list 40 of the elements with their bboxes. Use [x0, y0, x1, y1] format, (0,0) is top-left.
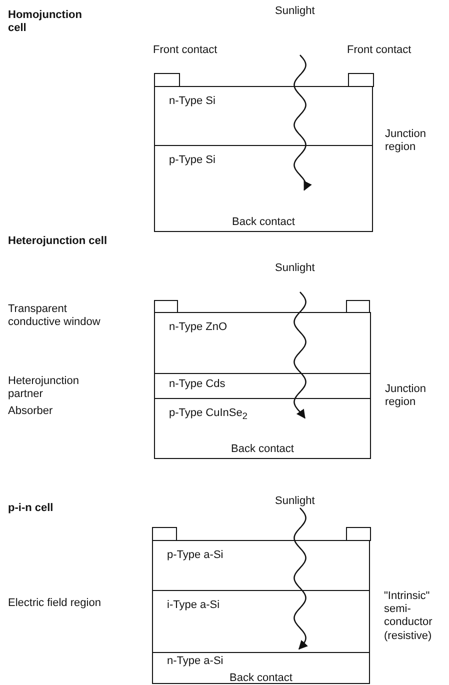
- layer-label: i-Type a-Si: [167, 599, 220, 611]
- front-contact: [346, 300, 370, 313]
- annotation-label: Electric field region: [8, 597, 102, 610]
- front-contact: [346, 527, 371, 541]
- cell-layer: [154, 373, 371, 399]
- front-contact: [152, 527, 177, 541]
- layer-label: n-Type Si: [169, 95, 216, 107]
- annotation-label: Transparent conductive window: [8, 303, 102, 330]
- layer-label: p-Type CuInSe$_{2}$: [169, 407, 248, 422]
- annotation-label: Sunlight: [275, 262, 316, 276]
- annotation-label: Absorber: [8, 405, 54, 418]
- layer-label: Back contact: [228, 672, 294, 684]
- contact-label: Front contact: [153, 44, 218, 56]
- contact-label: Front contact: [347, 44, 412, 56]
- layer-label: n-Type ZnO: [169, 321, 228, 333]
- annotation-label: Junction region: [385, 383, 427, 410]
- annotation-label: "Intrinsic" semi- conductor (resistive): [384, 590, 434, 643]
- annotation-label: Sunlight: [275, 495, 316, 508]
- annotation-label: Junction region: [385, 128, 427, 154]
- layer-label: Back contact: [230, 443, 295, 455]
- cell-layer: [152, 590, 370, 653]
- cell-layer: [154, 312, 371, 374]
- layer-label: n-Type a-Si: [167, 655, 224, 667]
- cell-layer: [154, 86, 373, 146]
- annotation-label: Sunlight: [275, 5, 316, 18]
- front-contact: [154, 73, 180, 87]
- layer-label: n-Type Cds: [169, 378, 226, 390]
- cell-layer: [154, 145, 373, 232]
- annotation-label: Heterojunction partner: [8, 375, 80, 402]
- layer-label: p-Type Si: [169, 154, 216, 166]
- cell-title: p-i-n cell: [8, 502, 54, 516]
- cell-layer: [154, 398, 371, 459]
- layer-label: Back contact: [231, 216, 296, 228]
- cell-title: Homojunction cell: [8, 9, 83, 36]
- front-contact: [154, 300, 178, 313]
- cell-title: Heterojunction cell: [8, 235, 108, 248]
- front-contact: [348, 73, 374, 87]
- cell-layer: [152, 540, 370, 591]
- layer-label: p-Type a-Si: [167, 549, 224, 561]
- cell-layer: [152, 652, 370, 684]
